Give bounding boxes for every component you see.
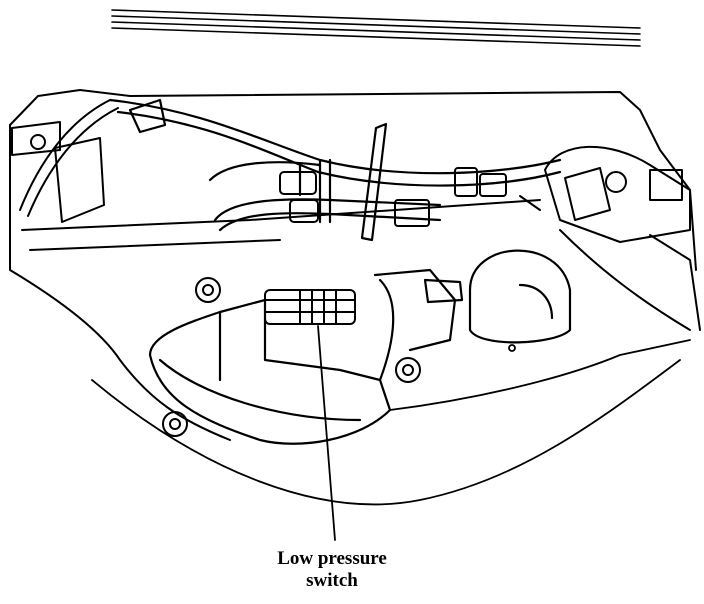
left-bracket: [11, 99, 119, 223]
low-pressure-switch-body: [264, 289, 356, 325]
lower-panel-edges: [91, 339, 691, 506]
callout-line-2: switch: [306, 570, 358, 591]
callout-leader: [317, 325, 336, 541]
mounting-bolts: [162, 277, 421, 437]
accumulator-dome: [468, 249, 572, 344]
line-fittings: [279, 167, 541, 227]
hood-edge-lines: [111, 9, 641, 47]
low-pressure-switch-label: Low pressure switch: [232, 548, 432, 592]
cover-housing: [148, 268, 464, 445]
body-panel: [9, 89, 697, 441]
hose-bundle: [108, 98, 562, 242]
callout-line-1: Low pressure: [277, 548, 387, 569]
right-connector: [544, 145, 701, 331]
